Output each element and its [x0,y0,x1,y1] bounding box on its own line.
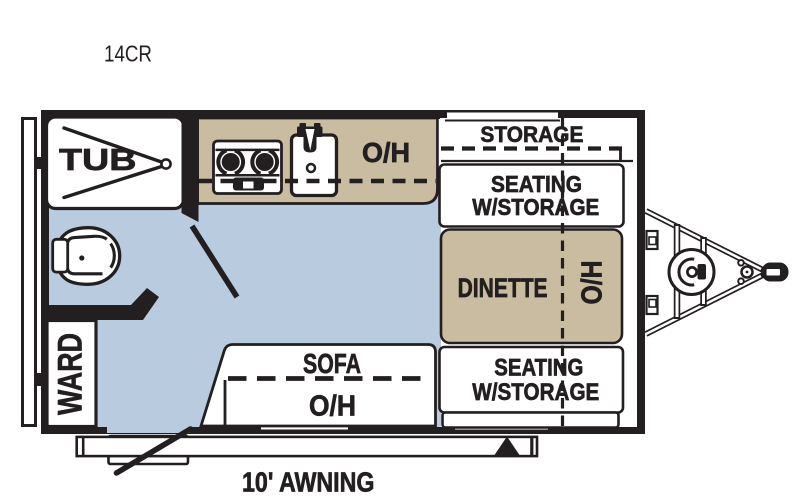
svg-text:W/STORAGE: W/STORAGE [472,379,599,406]
svg-text:O/H: O/H [577,261,609,305]
svg-text:O/H: O/H [309,391,356,423]
svg-text:WARD: WARD [51,333,89,415]
svg-text:SOFA: SOFA [303,348,361,379]
svg-text:DINETTE: DINETTE [458,273,548,303]
svg-text:SEATING: SEATING [491,171,582,197]
svg-text:14CR: 14CR [104,41,152,67]
svg-text:W/STORAGE: W/STORAGE [472,194,599,220]
svg-text:TUB: TUB [59,142,137,177]
svg-text:10' AWNING: 10' AWNING [242,467,375,498]
svg-text:STORAGE: STORAGE [480,122,583,147]
svg-text:O/H: O/H [362,137,410,168]
svg-text:SEATING: SEATING [494,355,583,382]
